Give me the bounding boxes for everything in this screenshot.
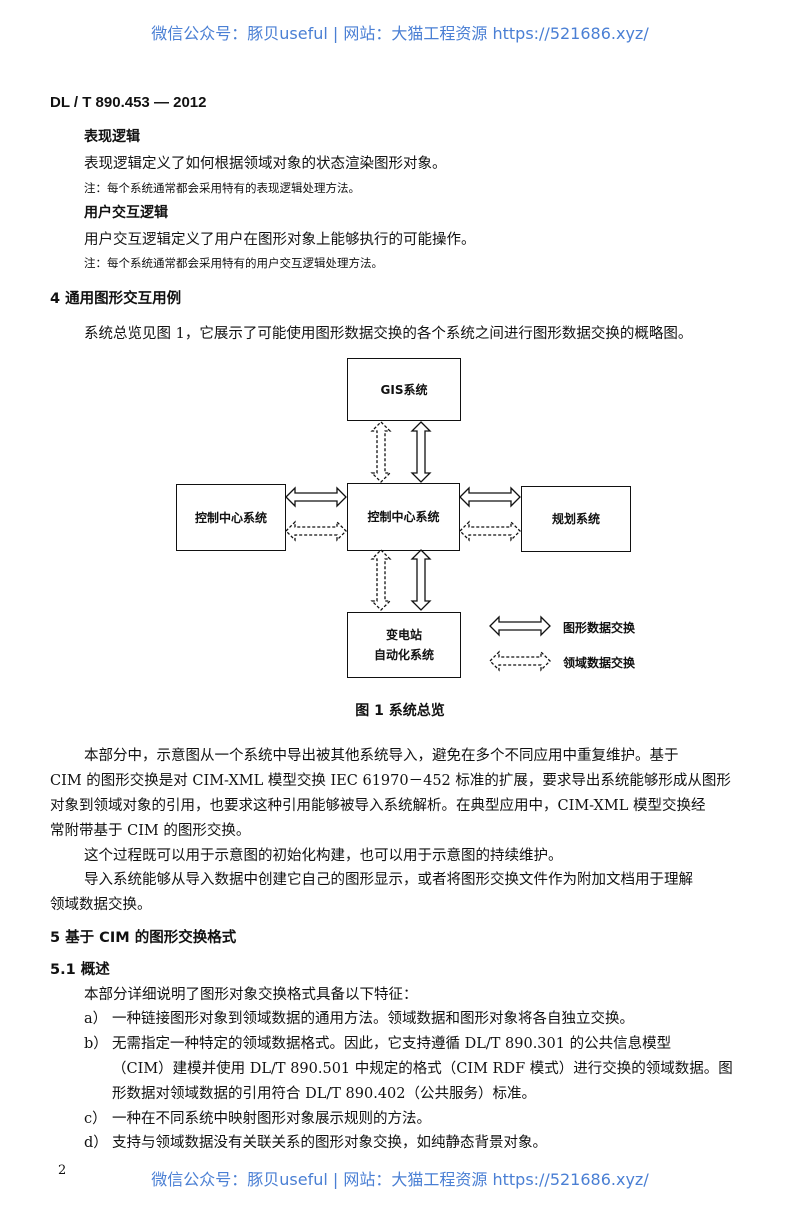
legend-graphic-arrow bbox=[489, 615, 551, 637]
paragraph-line: 导入系统能够从导入数据中创建它自己的图形显示，或者将图形交换文件作为附加文档用于… bbox=[84, 872, 693, 888]
legend-domain-label: 领域数据交换 bbox=[563, 656, 636, 670]
list-item-text: （CIM）建模并使用 DL/T 890.501 中规定的格式（CIM RDF 模… bbox=[112, 1061, 733, 1077]
paragraph: 这个过程既可以用于示意图的初始化构建，也可以用于示意图的持续维护。 bbox=[84, 848, 563, 864]
graphic-exchange-arrow bbox=[410, 421, 432, 483]
gis-system-box: GIS系统 bbox=[347, 358, 461, 421]
paragraph-line: 本部分中，示意图从一个系统中导出被其他系统导入，避免在多个不同应用中重复维护。基… bbox=[84, 748, 679, 764]
section-heading: 4 通用图形交互用例 bbox=[50, 291, 182, 307]
paragraph-line: 领域数据交换。 bbox=[50, 897, 152, 913]
term-note: 注：每个系统通常都会采用特有的用户交互逻辑处理方法。 bbox=[84, 256, 383, 270]
list-item-label: b） bbox=[84, 1036, 108, 1052]
graphic-exchange-arrow bbox=[459, 486, 521, 508]
term-title: 表现逻辑 bbox=[84, 129, 140, 145]
domain-exchange-arrow bbox=[459, 520, 521, 542]
standard-number: DL / T 890.453 — 2012 bbox=[50, 94, 207, 111]
box-label: 变电站 bbox=[385, 628, 422, 642]
section-heading: 5 基于 CIM 的图形交换格式 bbox=[50, 930, 237, 946]
substation-automation-box: 变电站 自动化系统 bbox=[347, 612, 461, 678]
list-item-text: 无需指定一种特定的领域数据格式。因此，它支持遵循 DL/T 890.301 的公… bbox=[112, 1036, 672, 1052]
list-item-text: 形数据对领域数据的引用符合 DL/T 890.402（公共服务）标准。 bbox=[112, 1086, 536, 1102]
watermark-bottom: 微信公众号：豚贝useful | 网站：大猫工程资源 https://52168… bbox=[151, 1170, 649, 1189]
control-center-main-box: 控制中心系统 bbox=[347, 483, 460, 551]
subsection-heading: 5.1 概述 bbox=[50, 962, 110, 978]
paragraph-line: 常附带基于 CIM 的图形交换。 bbox=[50, 823, 251, 839]
paragraph-line: 对象到领域对象的引用，也要求这种引用能够被导入系统解析。在典型应用中，CIM-X… bbox=[50, 798, 706, 814]
list-item-label: c） bbox=[84, 1111, 107, 1127]
page-number: 2 bbox=[58, 1163, 67, 1178]
term-note: 注：每个系统通常都会采用特有的表现逻辑处理方法。 bbox=[84, 181, 360, 195]
domain-exchange-arrow bbox=[370, 549, 392, 611]
paragraph: 本部分详细说明了图形对象交换格式具备以下特征： bbox=[84, 987, 418, 1003]
paragraph: 系统总览见图 1，它展示了可能使用图形数据交换的各个系统之间进行图形数据交换的概… bbox=[84, 326, 693, 342]
graphic-exchange-arrow bbox=[410, 549, 432, 611]
box-label: GIS系统 bbox=[380, 382, 428, 397]
domain-exchange-arrow bbox=[285, 520, 347, 542]
box-label: 控制中心系统 bbox=[367, 510, 440, 524]
term-title: 用户交互逻辑 bbox=[84, 205, 168, 221]
paragraph-line: CIM 的图形交换是对 CIM-XML 模型交换 IEC 61970－452 标… bbox=[50, 773, 731, 789]
planning-system-box: 规划系统 bbox=[521, 486, 631, 552]
figure-arrows bbox=[285, 421, 551, 672]
box-label: 规划系统 bbox=[551, 512, 600, 526]
graphic-exchange-arrow bbox=[285, 486, 347, 508]
term-definition: 用户交互逻辑定义了用户在图形对象上能够执行的可能操作。 bbox=[84, 232, 476, 248]
list-item-label: d） bbox=[84, 1135, 108, 1151]
figure-caption: 图 1 系统总览 bbox=[355, 703, 445, 719]
legend-graphic-label: 图形数据交换 bbox=[563, 621, 636, 635]
control-center-left-box: 控制中心系统 bbox=[176, 484, 286, 551]
list-item-text: 一种在不同系统中映射图形对象展示规则的方法。 bbox=[112, 1111, 431, 1127]
watermark-top: 微信公众号：豚贝useful | 网站：大猫工程资源 https://52168… bbox=[151, 24, 649, 43]
term-definition: 表现逻辑定义了如何根据领域对象的状态渲染图形对象。 bbox=[84, 156, 447, 172]
legend-domain-arrow bbox=[489, 650, 551, 672]
domain-exchange-arrow bbox=[370, 421, 392, 483]
box-label: 控制中心系统 bbox=[194, 510, 267, 525]
box-label: 自动化系统 bbox=[373, 648, 434, 662]
list-item-text: 一种链接图形对象到领域数据的通用方法。领域数据和图形对象将各自独立交换。 bbox=[112, 1011, 634, 1027]
list-item-text: 支持与领域数据没有关联关系的图形对象交换，如纯静态背景对象。 bbox=[112, 1135, 547, 1151]
list-item-label: a） bbox=[84, 1011, 108, 1027]
